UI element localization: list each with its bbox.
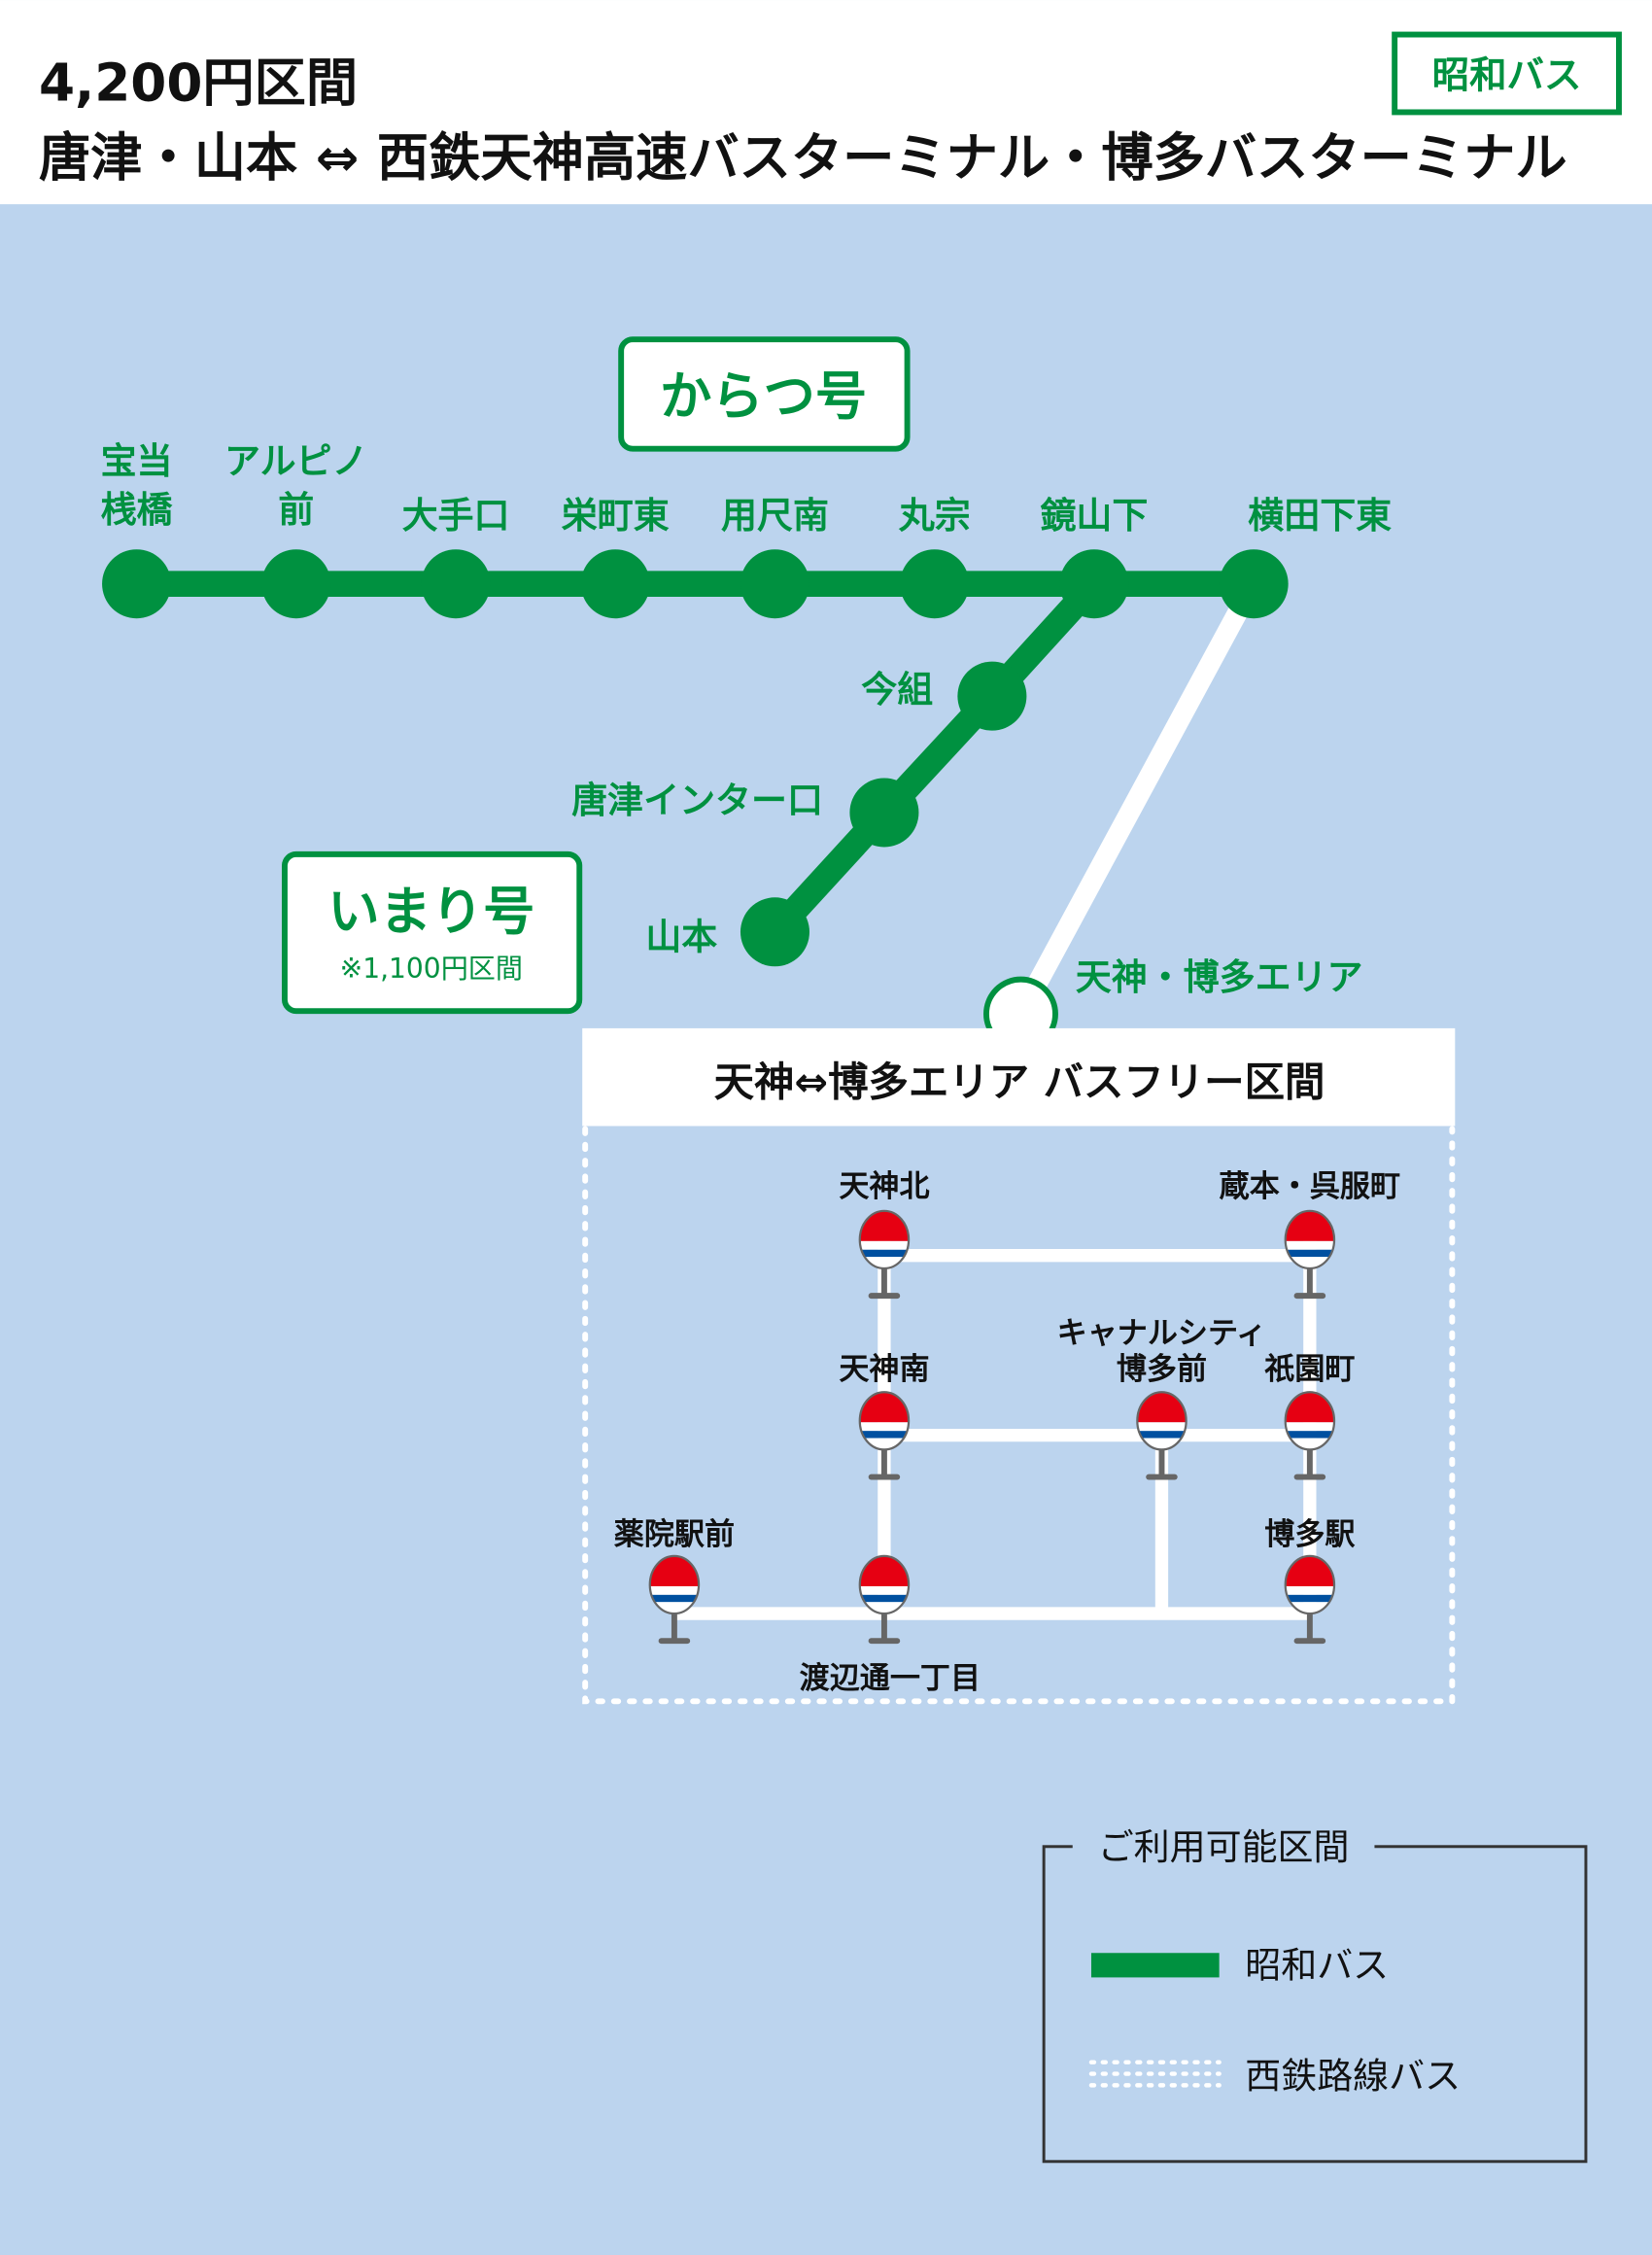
station-karatsu-ic: 唐津インター口 bbox=[571, 778, 919, 848]
bus-stop-yakuin-ekimae: 薬院駅前 bbox=[614, 1517, 735, 1641]
bus-stop-icon bbox=[1136, 1391, 1187, 1477]
bus-stop-tenjin-kita: 天神北 bbox=[839, 1169, 930, 1296]
svg-text:薬院駅前: 薬院駅前 bbox=[614, 1517, 735, 1552]
svg-text:丸宗: 丸宗 bbox=[898, 495, 971, 537]
bus-stop-icon bbox=[858, 1554, 910, 1641]
legend-nishitetsu-swatch bbox=[1088, 2060, 1222, 2088]
free-area-border bbox=[582, 1126, 1456, 1705]
free-area-header bbox=[582, 1027, 1456, 1127]
legend-showa-bus-swatch bbox=[1090, 1953, 1220, 1978]
svg-text:鏡山下: 鏡山下 bbox=[1040, 495, 1148, 537]
bus-stop-watanabedori: 渡辺通一丁目 bbox=[800, 1554, 981, 1696]
header-background bbox=[0, 0, 1652, 205]
station-yoshaku-minami: 用尺南 bbox=[721, 495, 829, 619]
bus-stop-hakata-eki: 博多駅 bbox=[1264, 1517, 1355, 1641]
svg-text:祇園町: 祇園町 bbox=[1264, 1352, 1355, 1387]
karatsu-route-box bbox=[618, 336, 911, 452]
bus-stop-icon bbox=[1284, 1391, 1335, 1477]
svg-text:用尺南: 用尺南 bbox=[721, 495, 829, 537]
bus-stop-icon bbox=[858, 1391, 910, 1477]
karatsu-route-name: からつ号 bbox=[660, 366, 867, 427]
svg-text:横田下東: 横田下東 bbox=[1248, 495, 1392, 537]
branch-line bbox=[765, 574, 1104, 941]
svg-text:天神・博多エリア: 天神・博多エリア bbox=[1076, 956, 1363, 998]
bus-stop-icon bbox=[858, 1209, 910, 1296]
svg-text:天神北: 天神北 bbox=[839, 1169, 929, 1204]
svg-text:蔵本・呉服町: 蔵本・呉服町 bbox=[1220, 1169, 1400, 1204]
station-kagamiyamashita: 鏡山下 bbox=[1040, 495, 1148, 619]
imari-route-box bbox=[281, 850, 583, 1015]
svg-text:宝当: 宝当 bbox=[101, 440, 173, 482]
svg-text:キャナルシティ: キャナルシティ bbox=[1057, 1316, 1267, 1351]
imari-route-note: ※1,100円区間 bbox=[340, 953, 523, 985]
svg-text:渡辺通一丁目: 渡辺通一丁目 bbox=[800, 1661, 981, 1696]
svg-text:唐津インター口: 唐津インター口 bbox=[571, 780, 823, 821]
svg-text:前: 前 bbox=[278, 489, 314, 531]
bus-stop-tenjin-minami: 天神南 bbox=[839, 1352, 930, 1477]
express-line bbox=[1012, 599, 1252, 1020]
bus-stop-icon bbox=[648, 1554, 700, 1641]
operator-badge-label: 昭和バス bbox=[1432, 53, 1582, 97]
fare-title: 4,200円区間 bbox=[39, 53, 358, 114]
station-imagumi: 今組 bbox=[861, 661, 1027, 731]
imari-route-name: いまり号 bbox=[327, 882, 534, 942]
station-yokotashimo-higashi: 横田下東 bbox=[1219, 495, 1392, 619]
bus-stop-icon bbox=[1284, 1554, 1335, 1641]
station-otemon: 大手口 bbox=[402, 495, 510, 619]
svg-text:天神南: 天神南 bbox=[839, 1352, 929, 1387]
bus-stop-icon bbox=[1284, 1209, 1335, 1296]
station-marumune: 丸宗 bbox=[898, 495, 971, 619]
nishitetsu-network bbox=[673, 1239, 1317, 1620]
route-title: 唐津・山本 ⇔ 西鉄天神高速バスターミナル・博多バスターミナル bbox=[39, 128, 1567, 189]
station-yamamoto: 山本 bbox=[645, 897, 809, 967]
legend-title: ご利用可能区間 bbox=[1098, 1826, 1350, 1868]
svg-text:博多駅: 博多駅 bbox=[1264, 1517, 1355, 1552]
svg-text:大手口: 大手口 bbox=[402, 495, 510, 537]
free-area-title: 天神⇔博多エリア バスフリー区間 bbox=[714, 1058, 1325, 1105]
svg-text:アルピノ: アルピノ bbox=[224, 440, 368, 482]
svg-text:山本: 山本 bbox=[645, 917, 717, 958]
svg-text:今組: 今組 bbox=[861, 669, 933, 711]
legend: ご利用可能区間 昭和バス 西鉄路線バス bbox=[1042, 1823, 1588, 2164]
station-sakaemachi-higashi: 栄町東 bbox=[562, 495, 670, 619]
bus-stop-kuramoto-gofukumachi: 蔵本・呉服町 bbox=[1220, 1169, 1400, 1296]
bus-stop-gionmachi: 祇園町 bbox=[1264, 1352, 1355, 1477]
legend-nishitetsu-label: 西鉄路線バス bbox=[1245, 2055, 1461, 2097]
svg-text:博多前: 博多前 bbox=[1117, 1352, 1207, 1387]
svg-text:桟橋: 桟橋 bbox=[101, 489, 174, 531]
svg-text:栄町東: 栄町東 bbox=[562, 495, 670, 537]
legend-showa-bus-label: 昭和バス bbox=[1245, 1944, 1389, 1986]
operator-badge bbox=[1392, 31, 1622, 116]
